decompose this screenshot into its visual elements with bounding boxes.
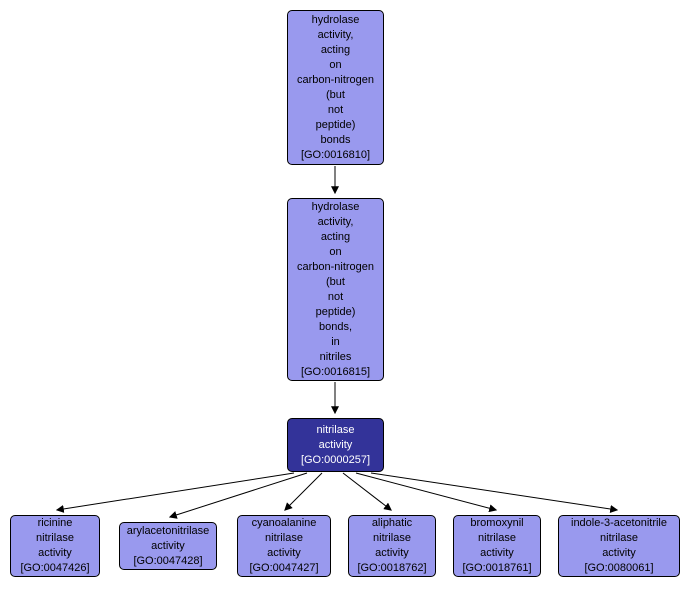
edge-0000257-0018762 [342, 472, 392, 511]
go-node-0047427[interactable]: cyanoalanine nitrilase activity [GO:0047… [237, 515, 331, 577]
go-node-0016810-label: hydrolase activity, acting on carbon-nit… [296, 13, 375, 161]
go-node-0000257-label: nitrilase activity [GO:0000257] [300, 423, 371, 466]
go-node-0047428[interactable]: arylacetonitrilase activity [GO:0047428] [119, 522, 217, 570]
go-node-0018762-label: aliphatic nitrilase activity [GO:0018762… [357, 517, 427, 574]
go-node-0018761-label: bromoxynil nitrilase activity [GO:001876… [462, 517, 532, 574]
edge-0000257-0018761 [355, 472, 498, 513]
go-node-0047426[interactable]: ricinine nitrilase activity [GO:0047426] [10, 515, 100, 577]
go-node-0016815[interactable]: hydrolase activity, acting on carbon-nit… [287, 198, 384, 381]
go-node-0080061-label: indole-3-acetonitrile nitrilase activity… [571, 517, 667, 574]
go-node-0018761[interactable]: bromoxynil nitrilase activity [GO:001876… [453, 515, 541, 577]
go-node-0047427-label: cyanoalanine nitrilase activity [GO:0047… [249, 517, 319, 574]
go-node-0047428-label: arylacetonitrilase activity [GO:0047428] [126, 524, 210, 567]
edge-0000257-0080061 [370, 472, 619, 513]
edge-0000257-0047426 [55, 472, 295, 513]
go-node-0080061[interactable]: indole-3-acetonitrile nitrilase activity… [558, 515, 680, 577]
edge-0000257-0047427 [284, 472, 323, 511]
go-node-0000257-focus[interactable]: nitrilase activity [GO:0000257] [287, 418, 384, 472]
go-node-0047426-label: ricinine nitrilase activity [GO:0047426] [20, 517, 90, 574]
go-node-0016815-label: hydrolase activity, acting on carbon-nit… [296, 200, 375, 378]
edge-0000257-0047428 [168, 472, 308, 519]
go-node-0016810[interactable]: hydrolase activity, acting on carbon-nit… [287, 10, 384, 165]
go-node-0018762[interactable]: aliphatic nitrilase activity [GO:0018762… [348, 515, 436, 577]
